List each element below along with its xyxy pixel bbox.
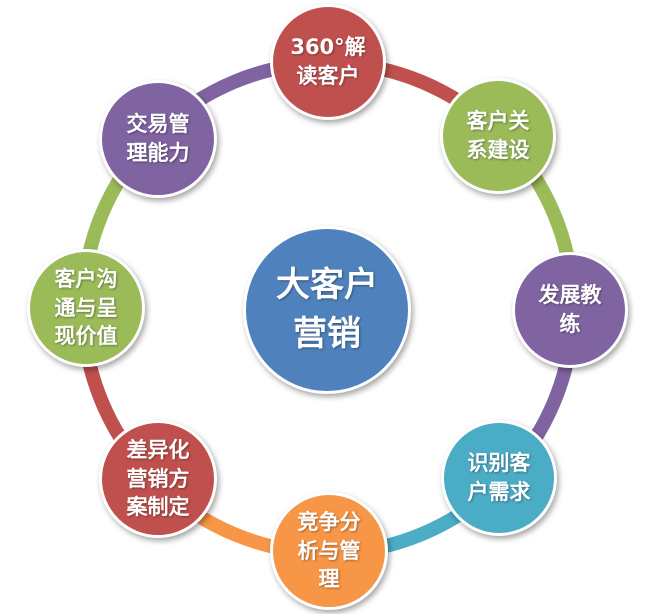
node-label: 识别客 户需求: [467, 451, 531, 504]
node-label: 发展教 练: [538, 283, 602, 336]
node-360-customer-insight: 360°解 读客户: [270, 4, 386, 120]
node-communicate-value: 客户沟 通与呈 现价值: [27, 249, 145, 367]
node-label: 客户沟 通与呈 现价值: [54, 266, 118, 349]
node-identify-needs: 识别客 户需求: [441, 420, 557, 536]
center-label: 大客户 营销: [276, 264, 378, 354]
node-develop-coach: 发展教 练: [512, 252, 628, 368]
node-label: 客户关 系建设: [466, 109, 530, 162]
node-label: 交易管 理能力: [126, 112, 190, 165]
node-label: 竞争分 析与管 理: [297, 509, 361, 592]
center-node: 大客户 营销: [243, 226, 411, 394]
node-deal-management: 交易管 理能力: [99, 80, 217, 198]
node-customer-relationship: 客户关 系建设: [440, 78, 556, 194]
node-label: 差异化 营销方 案制定: [126, 437, 190, 520]
node-competitive-analysis: 竞争分 析与管 理: [270, 492, 388, 610]
node-differentiated-plan: 差异化 营销方 案制定: [99, 420, 217, 538]
node-label: 360°解 读客户: [290, 35, 366, 88]
